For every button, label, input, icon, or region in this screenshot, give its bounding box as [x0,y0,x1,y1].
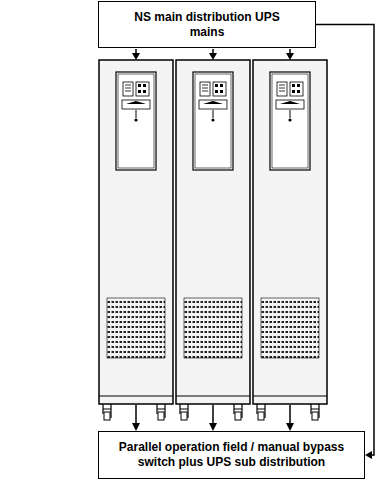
distribution-box: Parallel operation field / manual bypass… [98,431,365,479]
box-label: Parallel operation field / manual bypass… [102,440,361,470]
bypass-connector [316,25,374,460]
distribution-box: NS main distribution UPS mains [98,1,316,48]
box-label: NS main distribution UPS mains [132,10,282,40]
